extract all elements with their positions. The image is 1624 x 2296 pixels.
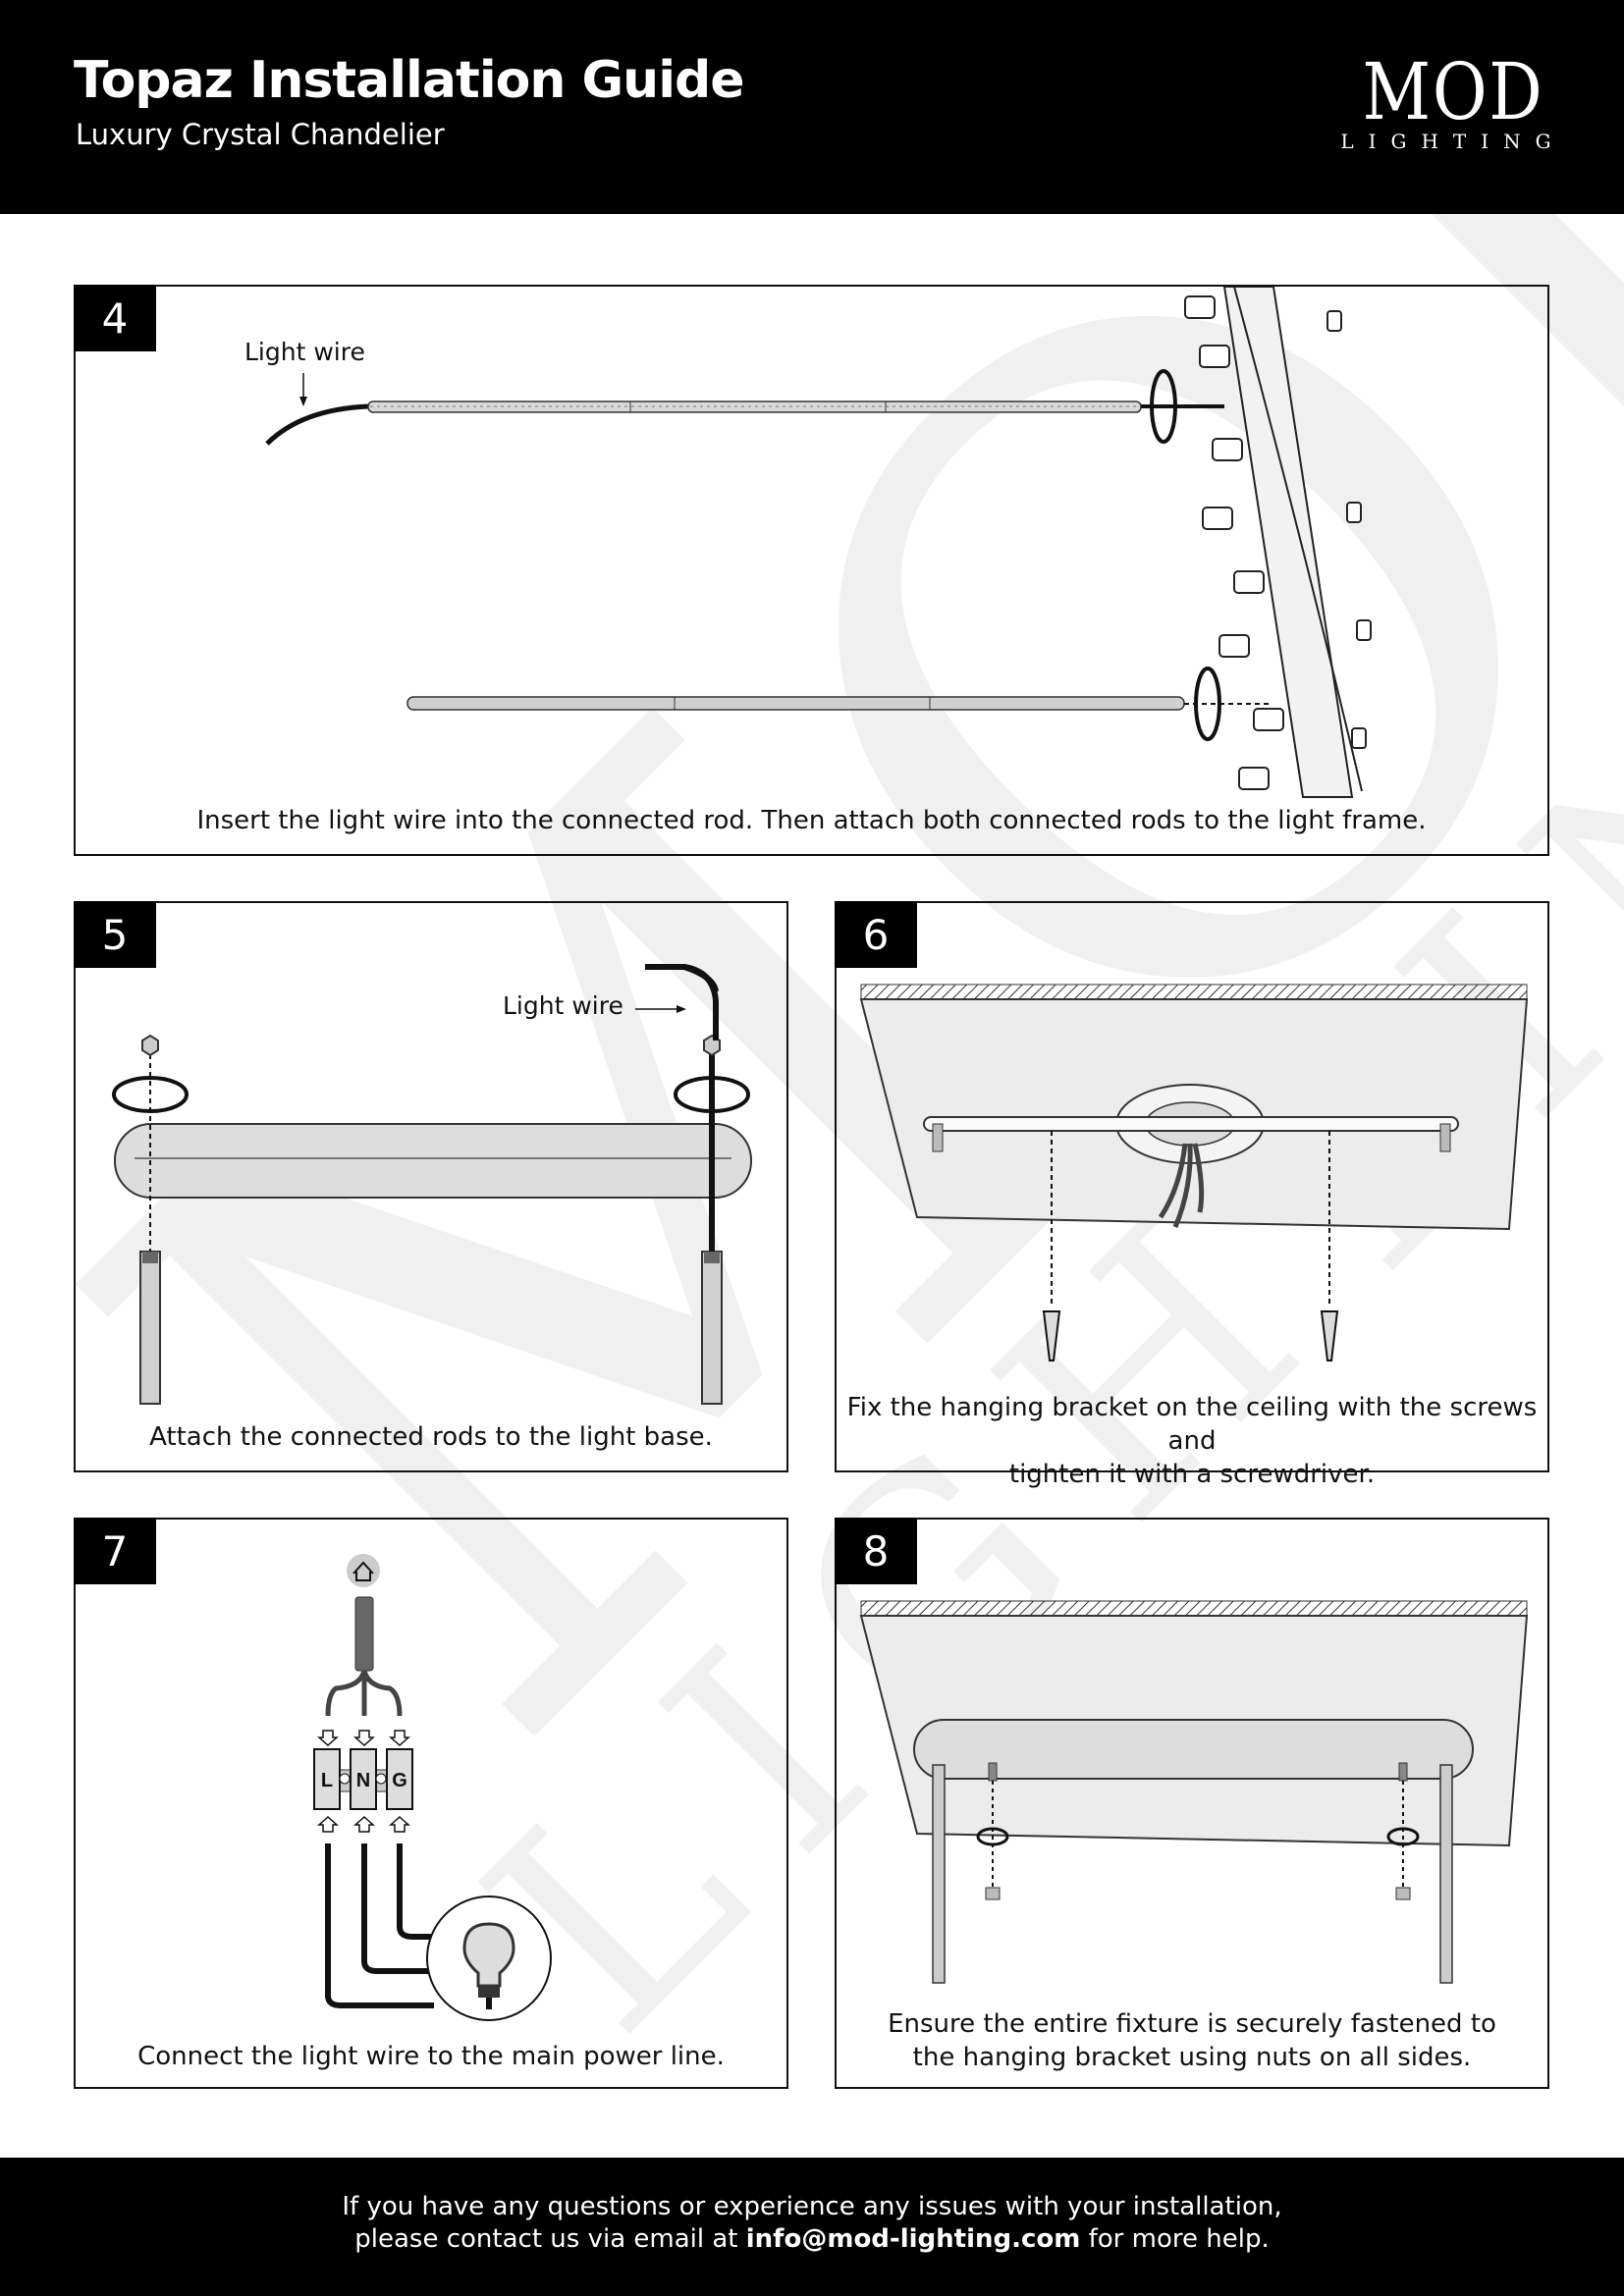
step-6-illustration <box>859 984 1529 1362</box>
light-bulb-icon <box>462 1922 515 2009</box>
footer-line-2: please contact us via email at info@mod-… <box>354 2224 1270 2254</box>
step-number: 6 <box>835 901 917 968</box>
step-6-panel: 6 Fix the hanging bracket on the ceiling… <box>835 901 1549 1489</box>
light-wire-label: Light wire <box>503 991 623 1020</box>
caption-line-2: tighten it with a screwdriver. <box>1008 1460 1376 1489</box>
terminal-ground: G <box>392 1770 407 1791</box>
step-number: 5 <box>74 901 156 968</box>
footer: If you have any questions or experience … <box>0 2158 1624 2296</box>
step-7-panel: L N G 7 Connect the light wire to the ma… <box>74 1518 788 2089</box>
step-number: 8 <box>835 1518 917 1584</box>
footer-line-1: If you have any questions or experience … <box>342 2192 1282 2221</box>
step-4-illustration <box>265 287 1372 798</box>
step-caption: Connect the light wire to the main power… <box>137 2042 725 2071</box>
step-caption: Insert the light wire into the connected… <box>196 806 1427 835</box>
step-4-panel: 4 Light wire Insert the light wire into … <box>74 285 1549 856</box>
step-7-illustration: L N G <box>313 1554 552 2021</box>
caption-line-1: Fix the hanging bracket on the ceiling w… <box>846 1393 1538 1456</box>
mod-lighting-logo: MOD LIGHTING <box>1340 46 1566 154</box>
caption-line-2: the hanging bracket using nuts on all si… <box>912 2043 1472 2072</box>
step-number: 4 <box>74 285 156 351</box>
support-email-link[interactable]: info@mod-lighting.com <box>745 2224 1081 2254</box>
step-caption: Fix the hanging bracket on the ceiling w… <box>837 1391 1547 1491</box>
step-caption: Ensure the entire fixture is securely fa… <box>837 2007 1547 2074</box>
step-caption: Attach the connected rods to the light b… <box>149 1422 713 1452</box>
caption-line-1: Ensure the entire fixture is securely fa… <box>888 2009 1496 2039</box>
step-number: 7 <box>74 1518 156 1584</box>
header: Topaz Installation Guide Luxury Crystal … <box>0 0 1624 214</box>
step-8-illustration <box>859 1600 1529 1984</box>
step-8-panel: 8 Ensure the entire fixture is securely … <box>835 1518 1549 2089</box>
house-icon <box>347 1554 380 1587</box>
light-wire-label: Light wire <box>244 338 365 366</box>
step-5-panel: 5 Light wire Attach the connected rods t… <box>74 901 788 1472</box>
step-5-illustration <box>112 964 752 1405</box>
page-title: Topaz Installation Guide <box>74 51 745 110</box>
page-subtitle: Luxury Crystal Chandelier <box>76 118 445 151</box>
terminal-live: L <box>321 1770 333 1791</box>
terminal-neutral: N <box>356 1770 370 1791</box>
